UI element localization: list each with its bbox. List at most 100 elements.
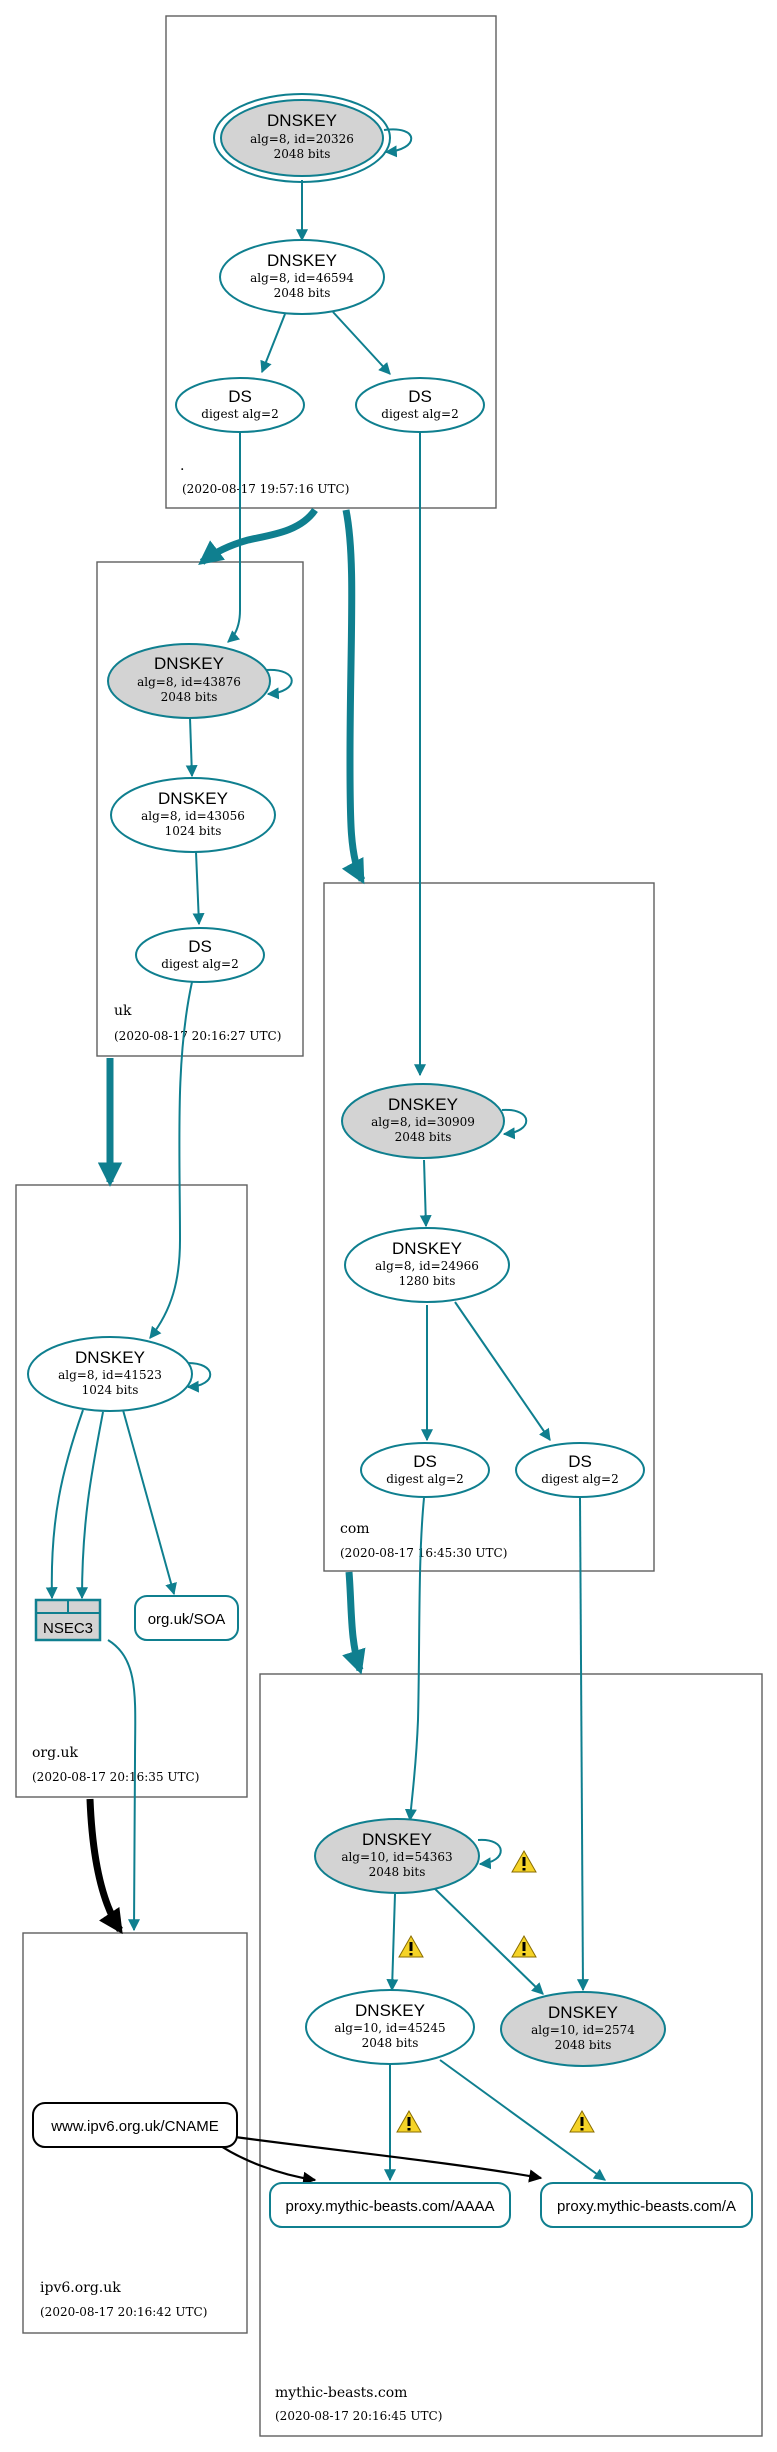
node-uk-zsk-title: DNSKEY	[158, 789, 228, 808]
warning-icon[interactable]	[569, 2110, 595, 2133]
warning-icon[interactable]	[398, 1935, 424, 1958]
node-mb-a[interactable]: proxy.mythic-beasts.com/A	[540, 2182, 753, 2228]
node-com-ksk-line1: alg=8, id=30909	[371, 1115, 475, 1129]
edge-uk-ksk-to-zsk	[185, 717, 198, 778]
edge-root-zsk-to-ds-uk	[260, 313, 286, 374]
node-mb-key2-line1: alg=10, id=2574	[531, 2023, 635, 2037]
zone-mythic-beasts-timestamp: (2020-08-17 20:16:45 UTC)	[275, 2409, 442, 2423]
node-org-uk-key-line1: alg=8, id=41523	[58, 1368, 162, 1382]
zone-com: com (2020-08-17 16:45:30 UTC)	[323, 882, 655, 1572]
node-mb-zsk-title: DNSKEY	[355, 2001, 425, 2020]
node-root-ksk-line2: 2048 bits	[274, 147, 331, 161]
zone-org-uk-timestamp: (2020-08-17 20:16:35 UTC)	[32, 1770, 199, 1784]
node-org-uk-soa[interactable]: org.uk/SOA	[134, 1595, 239, 1641]
node-com-zsk-line1: alg=8, id=24966	[375, 1259, 479, 1273]
node-org-uk-soa-label: org.uk/SOA	[148, 1611, 226, 1628]
edge-com-ds-to-mb-ksk	[404, 1497, 425, 1822]
zone-root: . (2020-08-17 19:57:16 UTC)	[165, 15, 497, 509]
edge-com-ksk-to-zsk	[419, 1159, 432, 1228]
node-root-ksk-line1: alg=8, id=20326	[250, 132, 354, 146]
zone-ipv6-org-uk-timestamp: (2020-08-17 20:16:42 UTC)	[40, 2305, 207, 2319]
node-uk-zsk[interactable]: DNSKEY alg=8, id=43056 1024 bits	[110, 777, 276, 853]
node-mb-key2-title: DNSKEY	[548, 2003, 618, 2022]
node-uk-ds[interactable]: DS digest alg=2	[135, 927, 265, 983]
node-com-ds-b-line1: digest alg=2	[541, 1472, 618, 1486]
node-root-zsk-title: DNSKEY	[267, 251, 337, 270]
node-mb-zsk-line2: 2048 bits	[362, 2036, 419, 2050]
node-org-uk-key[interactable]: DNSKEY alg=8, id=41523 1024 bits	[27, 1336, 193, 1412]
warning-icon[interactable]	[396, 2110, 422, 2133]
node-uk-ksk-title: DNSKEY	[154, 654, 224, 673]
edge-com-zsk-to-ds-b	[454, 1301, 551, 1441]
node-com-zsk-title: DNSKEY	[392, 1239, 462, 1258]
node-mb-ksk[interactable]: DNSKEY alg=10, id=54363 2048 bits	[314, 1818, 480, 1894]
node-com-ksk[interactable]: DNSKEY alg=8, id=30909 2048 bits	[341, 1083, 505, 1159]
node-com-ds-b[interactable]: DS digest alg=2	[515, 1442, 645, 1498]
zone-ipv6-org-uk-name: ipv6.org.uk	[40, 2280, 121, 2296]
node-mb-aaaa[interactable]: proxy.mythic-beasts.com/AAAA	[269, 2182, 511, 2228]
edge-org-uk-key-to-soa	[122, 1409, 177, 1596]
node-com-ds-b-title: DS	[568, 1452, 592, 1471]
node-mb-aaaa-label: proxy.mythic-beasts.com/AAAA	[286, 2198, 495, 2215]
self-loop-org-uk-key	[185, 1361, 212, 1393]
delegation-com-to-mythic-beasts	[342, 1571, 366, 1675]
edge-root-ds-to-uk-ksk	[227, 432, 241, 643]
self-loop-mb-ksk	[477, 1838, 502, 1870]
node-root-ksk-title: DNSKEY	[267, 111, 337, 130]
edge-cname-to-a	[219, 2133, 543, 2183]
node-ipv6-cname[interactable]: www.ipv6.org.uk/CNAME	[32, 2102, 238, 2148]
node-uk-ksk-line2: 2048 bits	[161, 690, 218, 704]
delegation-root-to-com	[341, 509, 366, 885]
node-root-zsk[interactable]: DNSKEY alg=8, id=46594 2048 bits	[219, 239, 385, 315]
node-com-zsk[interactable]: DNSKEY alg=8, id=24966 1280 bits	[344, 1227, 510, 1303]
edge-root-zsk-to-ds-com	[332, 311, 391, 375]
node-root-ds-uk-line1: digest alg=2	[201, 407, 278, 421]
node-uk-ksk[interactable]: DNSKEY alg=8, id=43876 2048 bits	[107, 643, 271, 719]
node-org-uk-key-line2: 1024 bits	[82, 1383, 139, 1397]
edge-nsec3-to-ipv6	[107, 1639, 141, 1932]
node-mb-zsk[interactable]: DNSKEY alg=10, id=45245 2048 bits	[305, 1989, 475, 2065]
zone-root-name: .	[180, 458, 184, 474]
zone-uk-name: uk	[114, 1003, 132, 1019]
edge-com-ds-to-mb-key2	[576, 1497, 589, 1992]
self-loop-uk-ksk	[265, 668, 293, 700]
node-root-ds-uk-title: DS	[228, 387, 252, 406]
zone-ipv6-org-uk: ipv6.org.uk (2020-08-17 20:16:42 UTC)	[22, 1932, 248, 2334]
node-root-ds-com-line1: digest alg=2	[381, 407, 458, 421]
node-root-ds-com[interactable]: DS digest alg=2	[355, 377, 485, 433]
delegation-org-uk-to-ipv6	[86, 1798, 123, 1935]
self-loop-com-ksk	[501, 1108, 528, 1140]
node-mb-a-label: proxy.mythic-beasts.com/A	[557, 2198, 736, 2215]
zone-mythic-beasts-name: mythic-beasts.com	[275, 2385, 407, 2401]
node-com-ksk-line2: 2048 bits	[395, 1130, 452, 1144]
edge-mb-ksk-to-key2	[431, 1885, 544, 1995]
node-com-ds-a-line1: digest alg=2	[386, 1472, 463, 1486]
edge-mb-zsk-to-a	[439, 2059, 606, 2181]
zone-com-timestamp: (2020-08-17 16:45:30 UTC)	[340, 1546, 507, 1560]
node-org-uk-nsec3[interactable]: NSEC3	[34, 1598, 102, 1642]
node-org-uk-nsec3-label: NSEC3	[43, 1620, 93, 1637]
edge-org-uk-key-to-nsec3-2	[76, 1411, 104, 1600]
warning-icon[interactable]	[511, 1850, 537, 1873]
node-com-zsk-line2: 1280 bits	[399, 1274, 456, 1288]
warning-icon[interactable]	[511, 1935, 537, 1958]
node-mb-key2[interactable]: DNSKEY alg=10, id=2574 2048 bits	[500, 1991, 666, 2067]
self-loop-root-ksk	[383, 128, 413, 158]
node-com-ds-a[interactable]: DS digest alg=2	[360, 1442, 490, 1498]
zone-com-name: com	[340, 1521, 370, 1537]
node-root-ds-com-title: DS	[408, 387, 432, 406]
node-mb-zsk-line1: alg=10, id=45245	[334, 2021, 445, 2035]
node-mb-ksk-title: DNSKEY	[362, 1830, 432, 1849]
node-root-zsk-line1: alg=8, id=46594	[250, 271, 354, 285]
node-uk-ksk-line1: alg=8, id=43876	[137, 675, 241, 689]
node-root-ksk[interactable]: DNSKEY alg=8, id=20326 2048 bits	[213, 93, 391, 183]
node-uk-ds-title: DS	[188, 937, 212, 956]
node-root-ds-uk[interactable]: DS digest alg=2	[175, 377, 305, 433]
node-org-uk-key-title: DNSKEY	[75, 1348, 145, 1367]
zone-org-uk-name: org.uk	[32, 1745, 79, 1761]
zone-uk-timestamp: (2020-08-17 20:16:27 UTC)	[114, 1029, 281, 1043]
edge-mb-ksk-to-zsk	[386, 1893, 399, 1992]
node-uk-zsk-line1: alg=8, id=43056	[141, 809, 245, 823]
node-ipv6-cname-label: www.ipv6.org.uk/CNAME	[50, 2118, 219, 2135]
